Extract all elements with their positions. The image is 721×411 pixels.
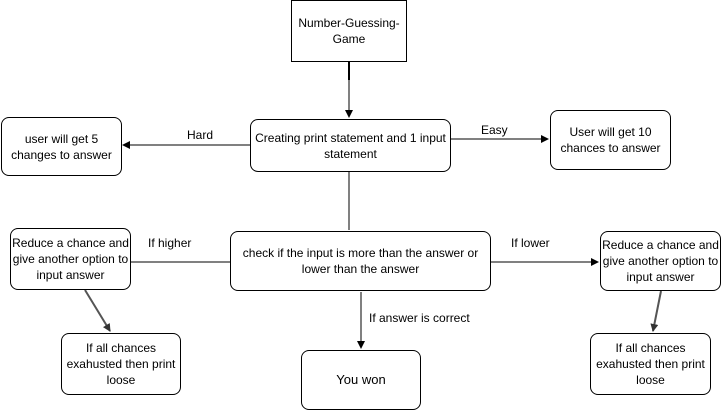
edge-reduce-exhaust-left xyxy=(84,289,111,332)
node-number-guessing-game: Number-Guessing-Game xyxy=(291,0,407,62)
node-easy-chances: User will get 10 chances to answer xyxy=(550,110,671,170)
node-exhausted-left: If all chances exahusted then print loos… xyxy=(61,333,181,395)
node-exhausted-right: If all chances exahusted then print loos… xyxy=(590,333,711,395)
edge-label-if-lower: If lower xyxy=(511,236,550,250)
node-reduce-chance-right: Reduce a chance and give another option … xyxy=(600,231,721,291)
node-print-input-statement: Creating print statement and 1 input sta… xyxy=(250,119,451,172)
node-check-input: check if the input is more than the answ… xyxy=(230,231,491,291)
node-reduce-chance-left: Reduce a chance and give another option … xyxy=(10,228,131,290)
node-you-won: You won xyxy=(301,350,421,410)
edge-reduce-exhaust-right xyxy=(650,290,662,332)
edge-label-easy: Easy xyxy=(481,123,508,137)
node-hard-chances: user will get 5 changes to answer xyxy=(1,117,122,176)
edge-label-if-correct: If answer is correct xyxy=(369,311,470,325)
edge-label-if-higher: If higher xyxy=(148,236,192,250)
edge-label-hard: Hard xyxy=(187,128,214,142)
